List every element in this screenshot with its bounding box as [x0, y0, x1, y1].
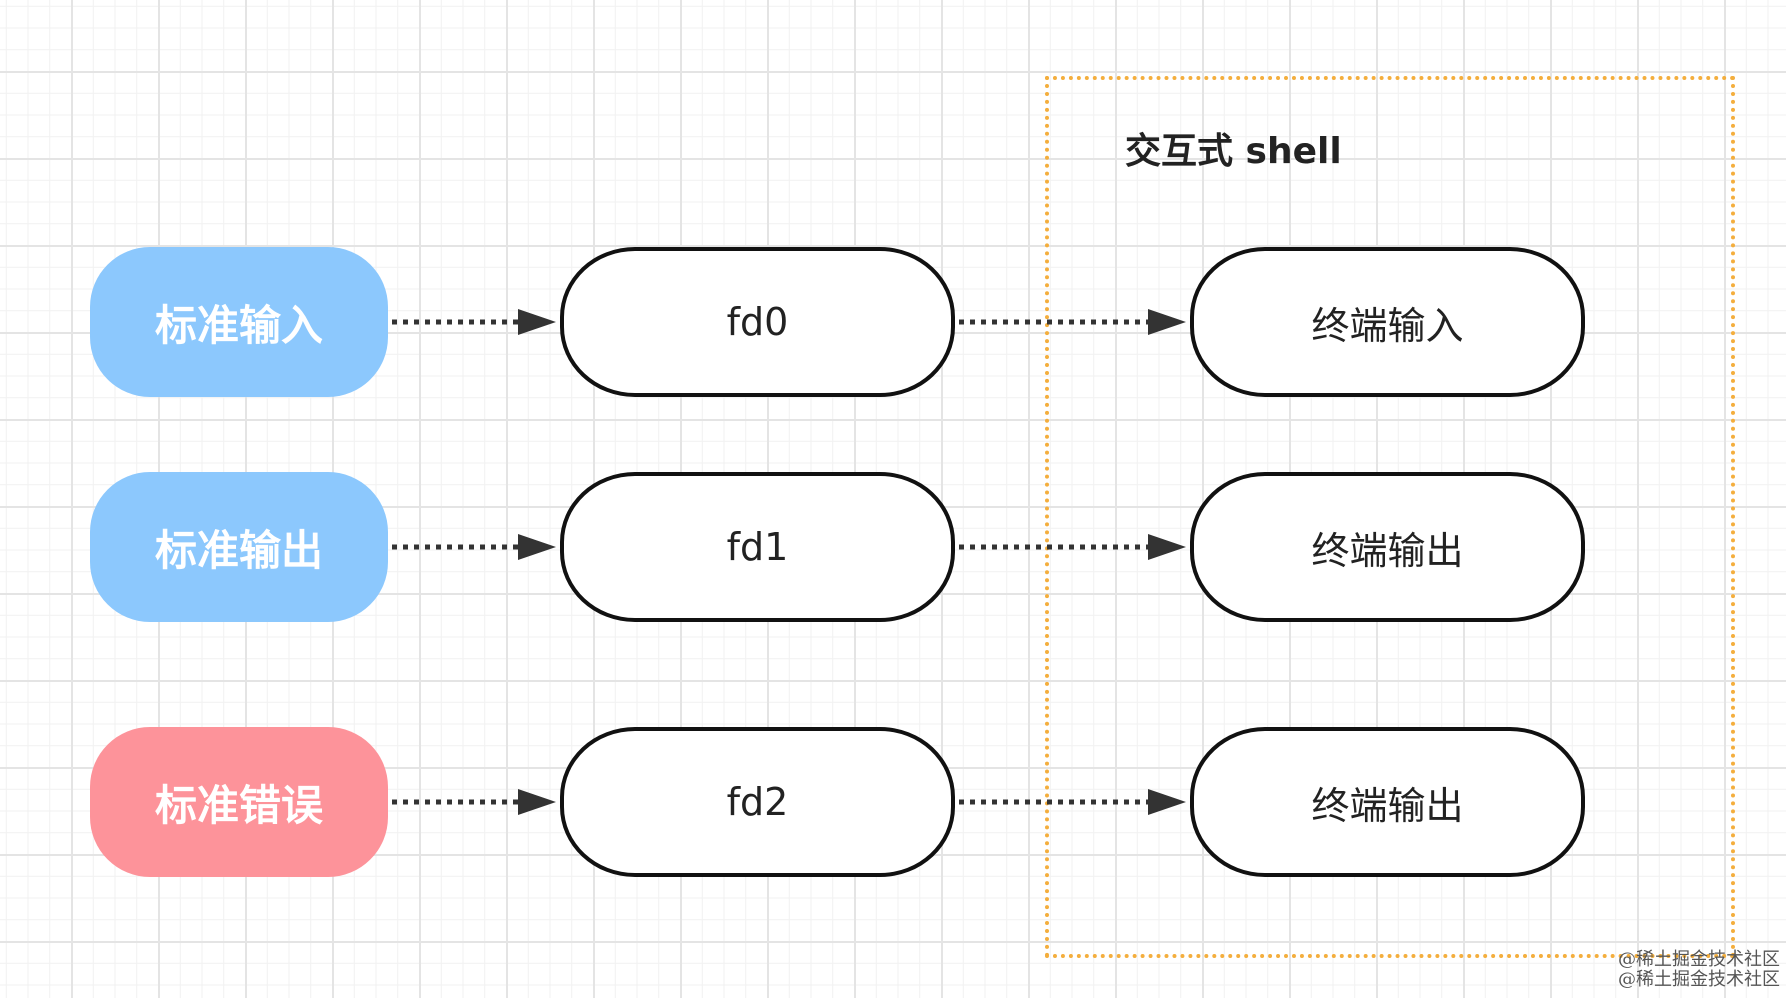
arrow-source-to-fd-head-2 — [518, 789, 556, 815]
fd-node-0: fd0 — [560, 247, 955, 397]
watermark-line-1: @稀土掘金技术社区 — [1618, 949, 1780, 970]
source-node-stderr: 标准错误 — [90, 727, 388, 877]
arrow-source-to-fd-head-0 — [518, 309, 556, 335]
fd-node-1: fd1 — [560, 472, 955, 622]
source-node-stdout: 标准输出 — [90, 472, 388, 622]
fd-node-2: fd2 — [560, 727, 955, 877]
terminal-node-input: 终端输入 — [1190, 247, 1585, 397]
group-title: 交互式 shell — [1125, 131, 1342, 172]
watermark: @稀土掘金技术社区 @稀土掘金技术社区 — [1618, 950, 1780, 990]
terminal-node-error-output: 终端输出 — [1190, 727, 1585, 877]
interactive-shell-group — [1045, 76, 1735, 958]
source-node-stdin: 标准输入 — [90, 247, 388, 397]
terminal-node-output: 终端输出 — [1190, 472, 1585, 622]
watermark-line-2: @稀土掘金技术社区 — [1618, 969, 1780, 990]
arrow-source-to-fd-head-1 — [518, 534, 556, 560]
